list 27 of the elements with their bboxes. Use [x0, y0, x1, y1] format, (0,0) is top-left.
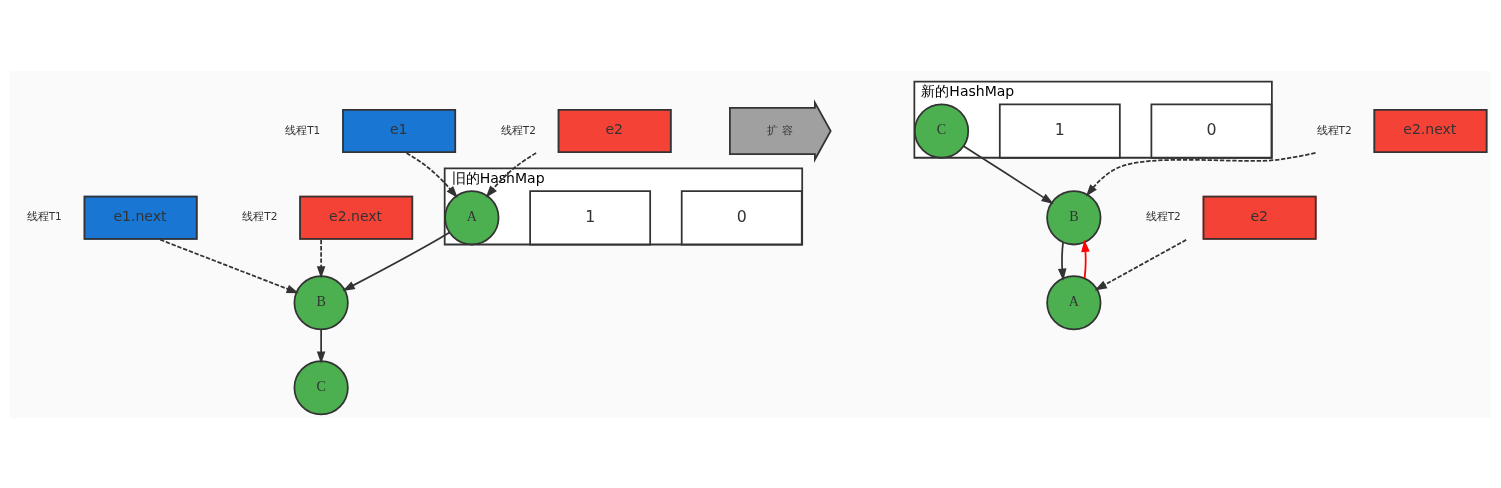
node-circle: C: [913, 102, 970, 159]
arrow: [1057, 240, 1067, 281]
node-circle: A: [1046, 274, 1102, 330]
node-label: 线程T1: [26, 209, 62, 222]
node-label: 线程T2: [500, 123, 536, 136]
arrow: [1094, 238, 1187, 290]
node-label: 线程T2: [1316, 123, 1352, 136]
arrow: [159, 238, 299, 293]
arrow: [316, 238, 326, 278]
arrow: [1081, 239, 1090, 279]
node-box: 0: [1150, 102, 1273, 159]
node-box: 0: [680, 189, 803, 245]
arrow: [405, 151, 458, 198]
node-label: 线程T2: [1145, 209, 1181, 222]
arrow: [962, 144, 1054, 204]
node-box: 1: [529, 189, 652, 245]
node-circle: C: [293, 359, 349, 415]
node-circle: B: [293, 274, 349, 330]
arrow: [342, 231, 451, 291]
arrow: [316, 328, 326, 364]
node-label: 线程T1: [285, 123, 321, 136]
node-circle: B: [1046, 189, 1102, 245]
node-box: 1: [998, 102, 1121, 159]
node-circle: A: [444, 189, 500, 245]
arrow: [485, 151, 538, 198]
node-label: 线程T2: [242, 209, 278, 222]
arrow: [1085, 151, 1317, 197]
